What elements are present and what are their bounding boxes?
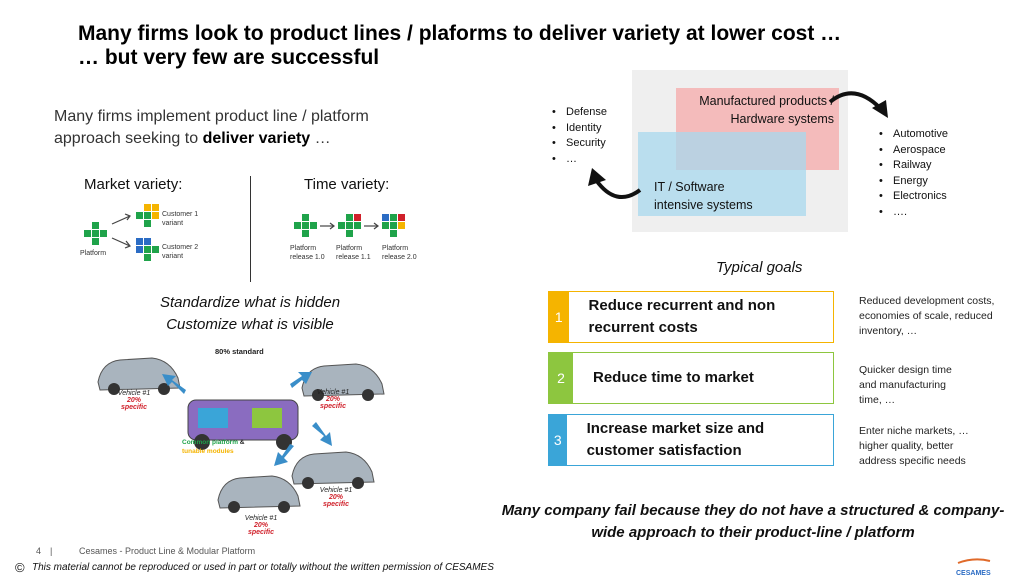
intro-bold: deliver variety [202, 130, 311, 147]
standard-label: 80% standard [215, 347, 264, 356]
goals-heading: Typical goals [716, 259, 803, 276]
standardize-text: Standardize what is hidden Customize wha… [100, 292, 400, 336]
goal-label: Increase market size and customer satisf… [586, 420, 765, 459]
goal-2: 2 Reduce time to market [548, 352, 834, 404]
goal-1: 1 Reduce recurrent and non recurrent cos… [548, 291, 834, 343]
bullet-item: Defense [552, 105, 607, 121]
common-platform-label: Common platform & tunable modules [182, 438, 245, 456]
curved-arrow-right-icon [828, 91, 888, 118]
amp-text: & [239, 439, 245, 446]
it-label: IT / Software intensive systems [654, 180, 753, 212]
time-variety-diagram [294, 214, 405, 237]
release-label-1: Platform release 1.0 [290, 245, 325, 261]
right-bullets: Automotive Aerospace Railway Energy Elec… [879, 127, 948, 220]
goal-note-2: Quicker design time and manufacturing ti… [859, 364, 952, 406]
car-icon [97, 357, 181, 395]
standardize-line-2: Customize what is visible [166, 316, 334, 333]
market-variety-heading: Market variety: [84, 176, 183, 193]
goal-number: 2 [549, 353, 573, 403]
bullet-item: Railway [879, 158, 948, 174]
cars-illustration [97, 357, 385, 513]
slide-title: Many firms look to product lines / plafo… [78, 22, 998, 70]
release-label-3: Platform release 2.0 [382, 245, 417, 261]
conclusion-text: Many company fail because they do not ha… [501, 502, 1005, 541]
specific-label: 20% specific [247, 522, 275, 536]
bullet-item: Aerospace [879, 143, 948, 159]
footer-source: Cesames - Product Line & Modular Platfor… [79, 546, 256, 556]
intro-post: … [314, 130, 331, 147]
page-number: 4 [36, 546, 42, 556]
market-variety-diagram [84, 204, 159, 261]
footer-separator: | [50, 546, 53, 556]
bullet-item: Identity [552, 121, 607, 137]
variant2-label: Customer 2 variant [162, 244, 199, 260]
bullet-item: Automotive [879, 127, 948, 143]
bullet-item: Security [552, 136, 607, 152]
left-bullets: Defense Identity Security … [552, 105, 607, 167]
divider [250, 176, 251, 282]
bullet-item: Energy [879, 174, 948, 190]
vehicle-name: Vehicle #1 [244, 515, 278, 522]
manufactured-label: Manufactured products / Hardware systems [699, 94, 834, 126]
goal-label: Reduce time to market [593, 369, 754, 386]
standardize-line-1: Standardize what is hidden [159, 294, 341, 311]
platform-icon [84, 222, 107, 245]
intro-pre: Many firms implement product line / plat… [54, 108, 369, 147]
title-line-2: … but very few are successful [78, 46, 380, 69]
tunable-modules-text: tunable modules [182, 448, 234, 455]
goal-note-1: Reduced development costs, economies of … [859, 295, 995, 337]
logo-wave-icon [957, 558, 991, 564]
release-label-2: Platform release 1.1 [336, 245, 371, 261]
platform-label: Platform [80, 250, 107, 257]
intro-text: Many firms implement product line / plat… [54, 106, 434, 150]
logo-text: CESAMES [956, 570, 991, 577]
goal-3: 3 Increase market size and customer sati… [548, 414, 834, 466]
specific-label: 20% specific [322, 494, 350, 508]
vehicle-name: Vehicle #1 [117, 390, 151, 397]
goal-number: 1 [549, 292, 569, 342]
specific-label: 20% specific [120, 397, 148, 411]
car-icon [217, 475, 301, 513]
copyright-icon: © [15, 560, 25, 575]
vehicle-name: Vehicle #1 [316, 389, 350, 396]
arrow-icon [111, 213, 131, 249]
variant1-label: Customer 1 variant [162, 211, 199, 227]
arrow-icon [320, 222, 379, 230]
release3-icon [382, 214, 405, 237]
car-icon [291, 451, 375, 489]
bullet-item: Electronics [879, 189, 948, 205]
vehicle-label-2: Vehicle #1 20% specific [315, 389, 351, 410]
time-variety-heading: Time variety: [304, 176, 390, 193]
release1-icon [294, 214, 317, 237]
goal-label: Reduce recurrent and non recurrent costs [588, 297, 776, 336]
variant2-icon [136, 238, 159, 261]
copyright-text: This material cannot be reproduced or us… [32, 562, 494, 573]
release2-icon [338, 214, 361, 237]
specific-label: 20% specific [319, 396, 347, 410]
curved-arrow-left-icon [588, 168, 642, 200]
platform-chassis-icon [187, 399, 299, 450]
arrow-icon [162, 372, 332, 466]
goal-number: 3 [549, 415, 567, 465]
vehicle-name: Vehicle #1 [319, 487, 353, 494]
common-platform-text: Common platform [182, 439, 238, 446]
cesames-logo: CESAMES [956, 552, 992, 577]
bullet-item: … [552, 152, 607, 168]
vehicle-label-3: Vehicle #1 20% specific [318, 487, 354, 508]
bullet-item: …. [879, 205, 948, 221]
vehicle-label-4: Vehicle #1 20% specific [243, 515, 279, 536]
title-line-1: Many firms look to product lines / plafo… [78, 22, 842, 45]
it-box [638, 132, 806, 216]
vehicle-label-1: Vehicle #1 20% specific [116, 390, 152, 411]
goal-note-3: Enter niche markets, … higher quality, b… [859, 425, 969, 467]
variant1-icon [136, 204, 159, 227]
